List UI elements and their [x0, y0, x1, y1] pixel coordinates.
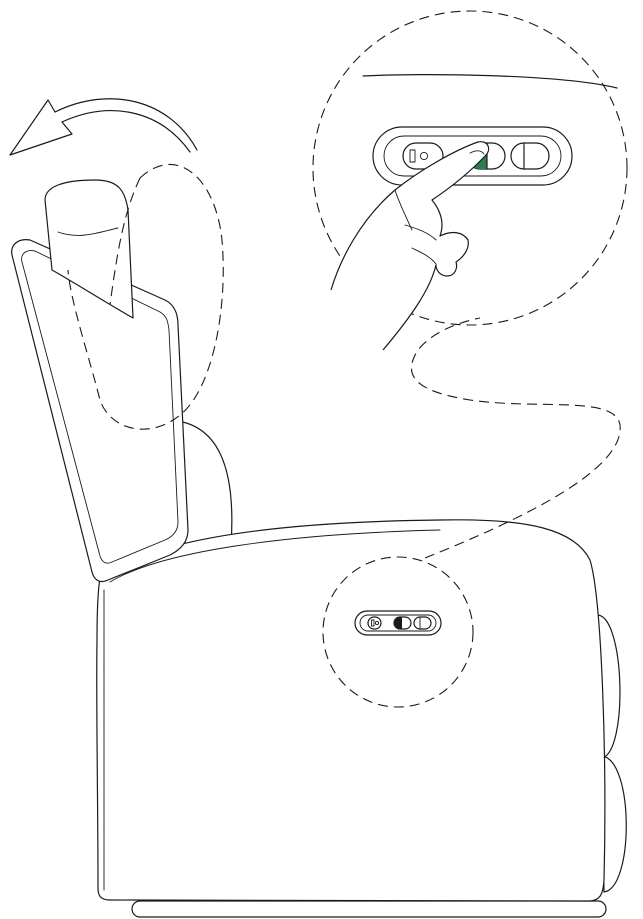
detail-callout-large — [313, 11, 627, 350]
curved-arrow-icon — [10, 99, 197, 155]
right-button — [511, 143, 549, 169]
right-button-small — [414, 617, 431, 629]
chair-base-rail — [132, 901, 606, 917]
control-panel-small — [355, 611, 441, 635]
chair-body — [97, 520, 605, 901]
